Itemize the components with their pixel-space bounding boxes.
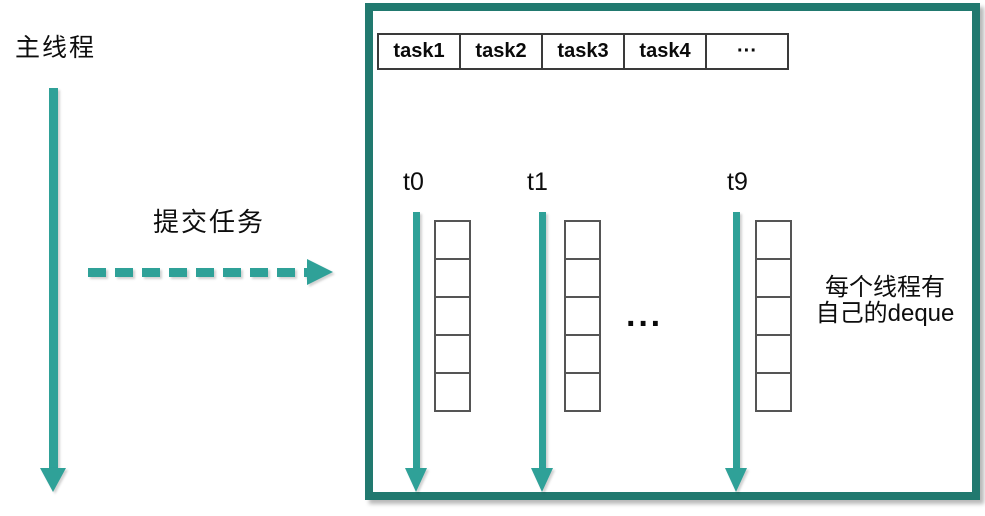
thread-t9-deque — [755, 220, 792, 412]
task-queue-ellipsis-cell: ··· — [705, 33, 789, 70]
thread-t1-deque — [564, 220, 601, 412]
thread-t1-arrow-line — [539, 212, 546, 468]
deque-note-line2: 自己的deque — [815, 300, 955, 327]
deque-cell — [755, 334, 792, 374]
deque-cell — [564, 296, 601, 336]
deque-cell — [755, 258, 792, 298]
deque-note-line1: 每个线程有 — [825, 274, 945, 301]
thread-t0-arrow-line — [413, 212, 420, 468]
thread-t9-label: t9 — [727, 168, 748, 196]
main-thread-arrow-head-icon — [40, 468, 66, 492]
thread-t0-deque — [434, 220, 471, 412]
main-thread-arrow-line — [49, 88, 58, 468]
deque-cell — [434, 220, 471, 260]
task-queue-cell: task2 — [459, 33, 543, 70]
deque-cell — [434, 334, 471, 374]
deque-cell — [434, 372, 471, 412]
thread-t1-label: t1 — [527, 168, 548, 196]
deque-cell — [564, 258, 601, 298]
deque-cell — [434, 296, 471, 336]
thread-t0-arrow-head-icon — [405, 468, 427, 492]
deque-cell — [564, 220, 601, 260]
deque-cell — [755, 372, 792, 412]
deque-cell — [755, 296, 792, 336]
deque-cell — [564, 334, 601, 374]
submit-task-arrow-head-icon — [307, 259, 333, 285]
submit-task-label: 提交任务 — [153, 207, 266, 237]
task-queue-cell: task3 — [541, 33, 625, 70]
thread-t0-label: t0 — [403, 168, 424, 196]
threads-ellipsis: ··· — [626, 305, 663, 343]
submit-task-dashed-arrow-line — [88, 268, 307, 277]
deque-note: 每个线程有 自己的deque — [795, 275, 975, 327]
thread-t9-arrow-head-icon — [725, 468, 747, 492]
task-queue-cell: task1 — [377, 33, 461, 70]
deque-cell — [755, 220, 792, 260]
deque-cell — [434, 258, 471, 298]
thread-t1-arrow-head-icon — [531, 468, 553, 492]
task-queue: task1 task2 task3 task4 ··· — [377, 33, 789, 70]
deque-cell — [564, 372, 601, 412]
thread-t9-arrow-line — [733, 212, 740, 468]
task-queue-cell: task4 — [623, 33, 707, 70]
main-thread-label: 主线程 — [15, 34, 97, 62]
